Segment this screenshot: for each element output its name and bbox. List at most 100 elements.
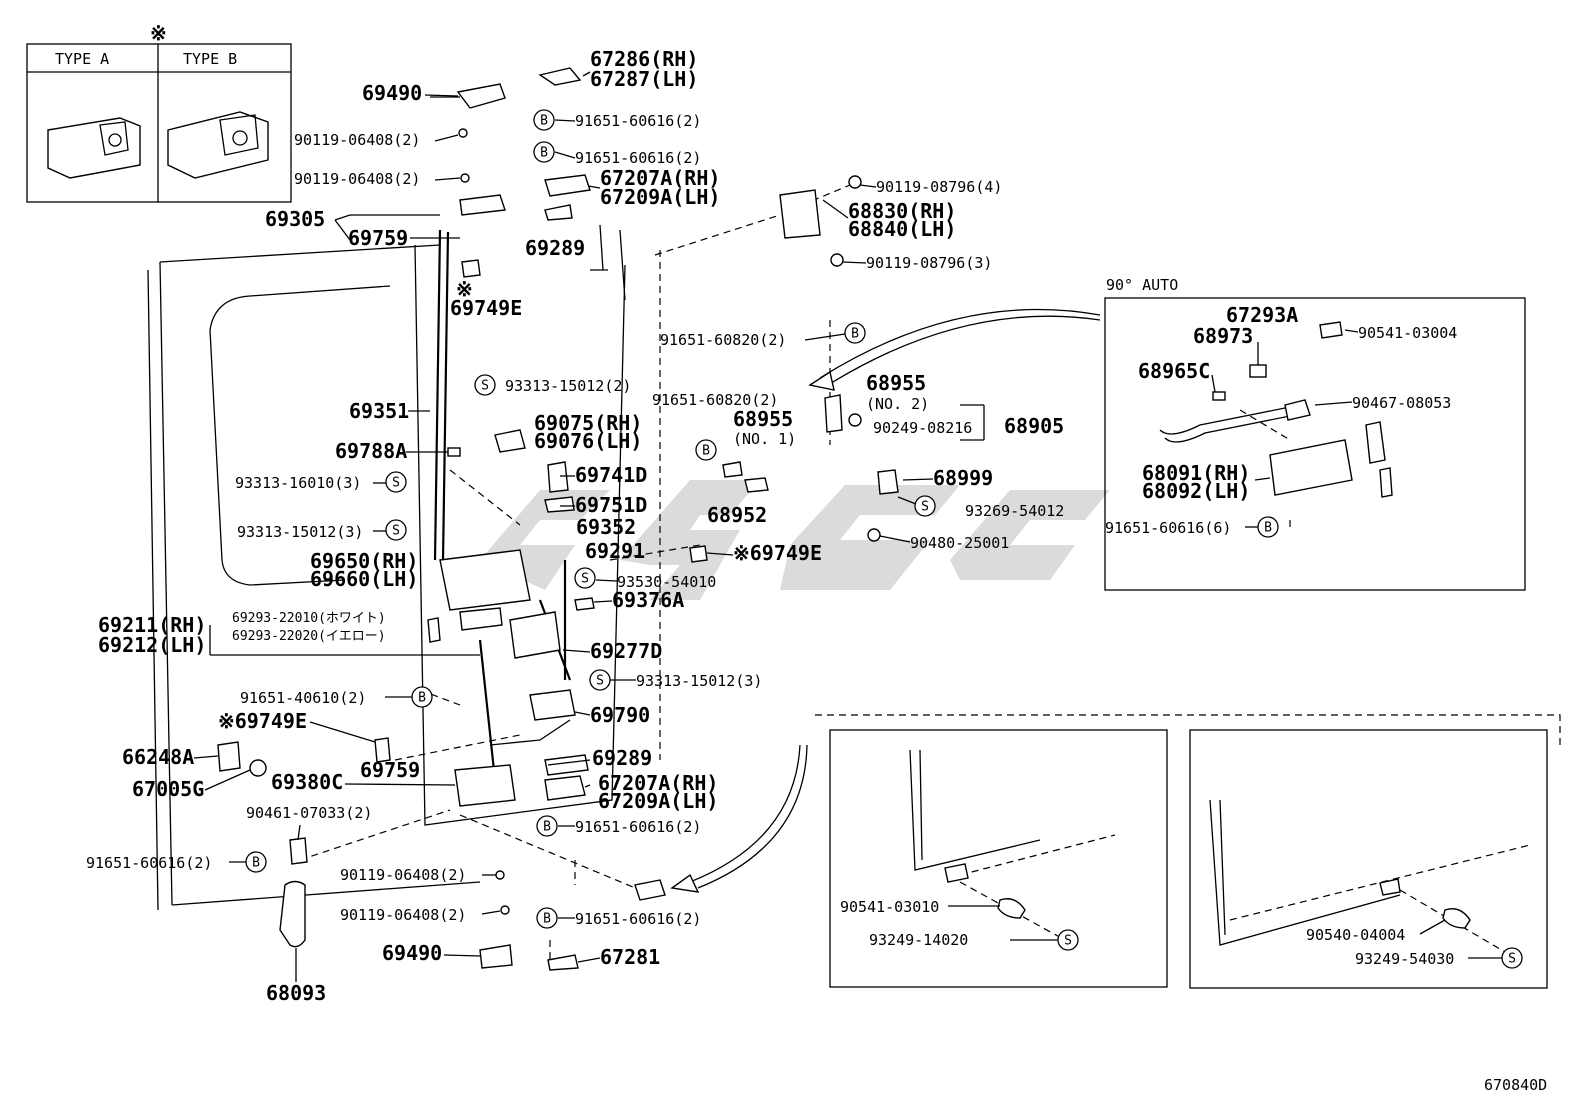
label-69289-top: 69289 (525, 236, 585, 260)
label-67005g: 67005G (132, 777, 204, 801)
type-reference-box: ※ TYPE A TYPE B (26, 21, 292, 203)
badge-s-1: S (474, 374, 496, 396)
label-69759-bottom: 69759 (360, 758, 420, 782)
label-69759-top: 69759 (348, 226, 408, 250)
label-69788a: 69788A (335, 439, 407, 463)
svg-text:S: S (921, 500, 929, 515)
badge-b-8: B (536, 907, 558, 929)
label-67207a-top: 67207A(RH) (600, 166, 720, 190)
label-90119-08796-4: 90119-08796(4) (876, 178, 1002, 196)
svg-text:B: B (540, 146, 548, 161)
lower-insets (815, 714, 1561, 989)
label-90249-08216: 90249-08216 (873, 419, 972, 437)
label-69293-22020: 69293-22020(イエロー) (232, 629, 386, 644)
label-leaders (193, 71, 1502, 982)
label-69490-top: 69490 (362, 81, 422, 105)
label-69790: 69790 (590, 703, 650, 727)
label-67209a-top: 67209A(LH) (600, 185, 720, 209)
badge-s-2: S (385, 471, 407, 493)
label-69076: 69076(LH) (534, 429, 642, 453)
svg-text:S: S (392, 476, 400, 491)
svg-text:S: S (1064, 934, 1072, 949)
svg-text:B: B (252, 856, 260, 871)
label-90119-06408-b: 90119-06408(2) (294, 170, 420, 188)
label-93249-54030: 93249-54030 (1355, 950, 1454, 968)
label-68999: 68999 (933, 466, 993, 490)
svg-text:S: S (581, 572, 589, 587)
svg-text:B: B (543, 820, 551, 835)
badge-b-3: B (844, 322, 866, 344)
badge-s-5: S (574, 567, 596, 589)
badge-b-6: B (536, 815, 558, 837)
label-93313-15012-3-a: 93313-15012(3) (237, 523, 363, 541)
label-69749e-mid: ※69749E (733, 541, 822, 565)
callout-arrows (670, 308, 1101, 893)
label-90119-06408-c: 90119-06408(2) (340, 866, 466, 884)
label-68093: 68093 (266, 981, 326, 1005)
back-door-panel (147, 224, 626, 911)
label-69211: 69211(RH) (98, 613, 206, 637)
label-93269-54012: 93269-54012 (965, 502, 1064, 520)
label-69291: 69291 (585, 539, 645, 563)
label-69380c: 69380C (271, 770, 343, 794)
svg-text:B: B (702, 444, 710, 459)
label-91651-60616-f: 91651-60616(6) (1105, 519, 1231, 537)
badge-b-4: B (695, 439, 717, 461)
label-68840: 68840(LH) (848, 217, 956, 241)
label-67287: 67287(LH) (590, 67, 698, 91)
label-90541-03010: 90541-03010 (840, 898, 939, 916)
label-90461-07033-2: 90461-07033(2) (246, 804, 372, 822)
label-91651-40610-2: 91651-40610(2) (240, 689, 366, 707)
badge-s-6: S (589, 669, 611, 691)
type-marker: ※ (150, 21, 167, 45)
label-90119-08796-3: 90119-08796(3) (866, 254, 992, 272)
badge-b-7: B (245, 851, 267, 873)
label-68955-no2: 68955 (866, 371, 926, 395)
label-68091: 68091(RH) (1142, 461, 1250, 485)
badge-s-7: S (1057, 929, 1079, 951)
label-68973: 68973 (1193, 324, 1253, 348)
label-66248a: 66248A (122, 745, 194, 769)
label-93313-15012-3-b: 93313-15012(3) (636, 672, 762, 690)
svg-text:B: B (418, 691, 426, 706)
label-68952: 68952 (707, 503, 767, 527)
label-68905: 68905 (1004, 414, 1064, 438)
label-69351: 69351 (349, 399, 409, 423)
label-69293-22010: 69293-22010(ホワイト) (232, 611, 386, 626)
label-69749e-marker: ※ (456, 277, 473, 301)
label-90119-06408-d: 90119-06408(2) (340, 906, 466, 924)
label-90119-06408-a: 90119-06408(2) (294, 131, 420, 149)
label-90-auto: 90° AUTO (1106, 276, 1178, 294)
label-91651-60616-e: 91651-60616(2) (575, 910, 701, 928)
label-93249-14020: 93249-14020 (869, 931, 968, 949)
badge-s-8: S (1501, 947, 1523, 969)
type-b-clip-illustration (167, 111, 269, 179)
badge-b-9: B (1257, 516, 1279, 538)
label-67209a-bottom: 67209A(LH) (598, 789, 718, 813)
label-93530-54010: 93530-54010 (617, 573, 716, 591)
label-90540-04004: 90540-04004 (1306, 926, 1405, 944)
label-91651-60616-a: 91651-60616(2) (575, 112, 701, 130)
badge-s-3: S (385, 519, 407, 541)
svg-text:B: B (540, 114, 548, 129)
label-69490-bottom: 69490 (382, 941, 442, 965)
label-93313-15012-2: 93313-15012(2) (505, 377, 631, 395)
label-68830: 68830(RH) (848, 199, 956, 223)
diagram-code: 670840D (1484, 1076, 1547, 1094)
linkage-rods (433, 229, 572, 781)
label-90541-03004: 90541-03004 (1358, 324, 1457, 342)
label-68092: 68092(LH) (1142, 479, 1250, 503)
label-69650: 69650(RH) (310, 549, 418, 573)
svg-text:B: B (1264, 521, 1272, 536)
label-69741d: 69741D (575, 463, 647, 487)
label-90480-25001: 90480-25001 (910, 534, 1009, 552)
label-91651-60616-d: 91651-60616(2) (86, 854, 212, 872)
label-69277d: 69277D (590, 639, 662, 663)
label-69749e-top: 69749E (450, 296, 522, 320)
part-labels: 69490 90119-06408(2) 90119-06408(2) 6930… (86, 47, 1547, 1094)
badge-b-5: B (411, 686, 433, 708)
svg-text:S: S (481, 379, 489, 394)
badges: B B B S B S S S S S B B B B B S S (245, 109, 1523, 969)
label-68955-no2-sub: (NO. 2) (866, 395, 929, 413)
